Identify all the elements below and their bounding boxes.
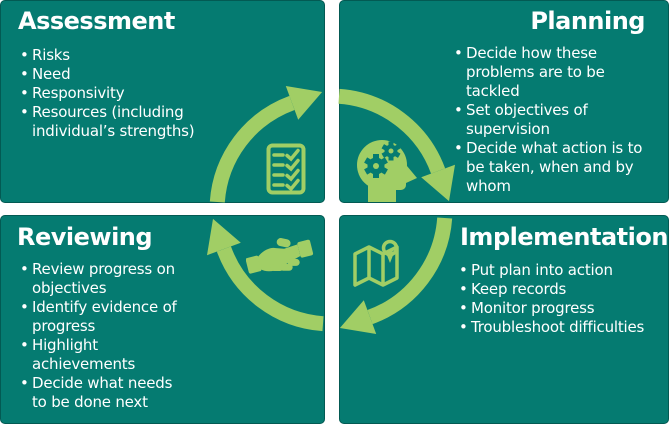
bullet-item: Responsivity <box>20 84 195 103</box>
bullet-item: Put plan into action <box>459 261 664 280</box>
bullet-item: Resources (including individual’s streng… <box>20 103 195 141</box>
quadrant-planning: Planning Decide how these problems are t… <box>339 0 669 203</box>
bullet-item: Need <box>20 65 195 84</box>
bullet-item: Monitor progress <box>459 299 664 318</box>
reviewing-bullet-list: Review progress on objectives Identify e… <box>20 260 178 412</box>
bullet-item: Keep records <box>459 280 664 299</box>
bullet-item: Review progress on objectives <box>20 260 178 298</box>
quadrant-assessment: Assessment Risks Need Responsivity Resou… <box>0 0 325 203</box>
bullet-item: Risks <box>20 46 195 65</box>
implementation-bullet-list: Put plan into action Keep records Monito… <box>459 261 664 337</box>
assessment-bullet-list: Risks Need Responsivity Resources (inclu… <box>20 46 195 141</box>
center-gap-horizontal <box>214 200 450 219</box>
quadrant-implementation: Implementation Put plan into action Keep… <box>339 215 669 424</box>
assessment-title: Assessment <box>18 7 175 35</box>
bullet-item: Highlight achievements <box>20 336 178 374</box>
reviewing-title: Reviewing <box>17 223 153 251</box>
planning-bullet-list: Decide how these problems are to be tack… <box>454 44 646 196</box>
bullet-item: Decide how these problems are to be tack… <box>454 44 646 101</box>
bullet-item: Troubleshoot difficulties <box>459 318 664 337</box>
planning-title: Planning <box>530 7 645 35</box>
implementation-title: Implementation <box>460 223 668 251</box>
bullet-item: Decide what needs to be done next <box>20 374 178 412</box>
bullet-item: Set objectives of supervision <box>454 101 646 139</box>
bullet-item: Decide what action is to be taken, when … <box>454 139 646 196</box>
bullet-item: Identify evidence of progress <box>20 298 178 336</box>
quadrant-reviewing: Reviewing Review progress on objectives … <box>0 215 325 424</box>
